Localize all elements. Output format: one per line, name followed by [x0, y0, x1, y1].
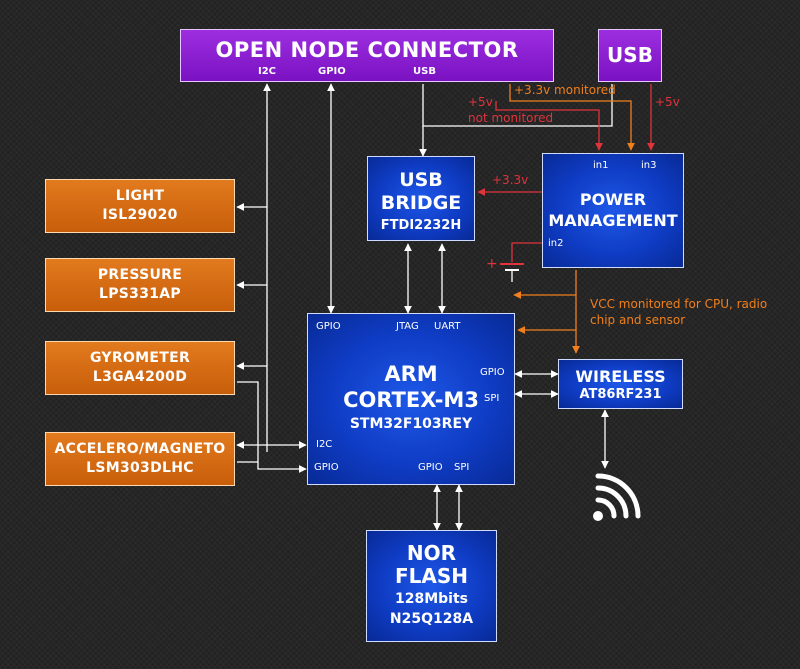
light-sensor-block: LIGHT ISL29020 [45, 179, 235, 233]
accelero-magneto-name: ACCELERO/MAGNETO [54, 441, 226, 457]
usb-bridge-part: FTDI2232H [380, 218, 462, 233]
connector-usb-line [422, 84, 613, 127]
flash-size: 128Mbits [394, 591, 468, 607]
cpu-pin-gpio-bottom: GPIO [418, 462, 443, 473]
cpu-pin-uart: UART [434, 321, 461, 332]
power-in2-label: in2 [548, 238, 564, 249]
plus5v-left-line [495, 101, 603, 151]
pressure-sensor-block: PRESSURE LPS331AP [45, 258, 235, 312]
wireless-part: AT86RF231 [579, 387, 662, 402]
monitored-33v-line [509, 84, 635, 151]
plus5v-right-label: +5v [655, 95, 680, 109]
not-monitored-label: not monitored [468, 111, 554, 125]
wireless-block: WIRELESS AT86RF231 [558, 359, 683, 409]
flash-line1: NOR [406, 541, 457, 565]
gyrometer-part: L3GA4200D [92, 369, 188, 385]
plus5v-left-label: +5v [468, 95, 493, 109]
cpu-block: GPIO JTAG UART GPIO SPI ARM CORTEX-M3 ST… [307, 313, 515, 485]
usb-bridge-line2: BRIDGE [380, 192, 462, 214]
usb-port: USB [598, 29, 662, 82]
open-node-connector: OPEN NODE CONNECTOR I2C GPIO USB [180, 29, 554, 82]
cpu-pin-gpio-left: GPIO [314, 462, 339, 473]
light-sensor-part: ISL29020 [102, 207, 178, 223]
cpu-pin-spi-bottom: SPI [454, 462, 470, 473]
cpu-pin-jtag: JTAG [396, 321, 419, 332]
wireless-name: WIRELESS [575, 367, 666, 386]
cpu-pin-i2c: I2C [316, 439, 333, 450]
usb-label: USB [607, 43, 653, 67]
accelero-magneto-block: ACCELERO/MAGNETO LSM303DLHC [45, 432, 235, 486]
usb-bridge-block: USB BRIDGE FTDI2232H [367, 156, 475, 241]
light-sensor-name: LIGHT [115, 188, 165, 204]
vcc-note-line2: chip and sensor [590, 313, 686, 327]
connector-pin-gpio: GPIO [318, 66, 346, 77]
connector-pin-i2c: I2C [258, 66, 277, 77]
power-in1-label: in1 [593, 160, 609, 171]
cpu-pin-gpio-top: GPIO [316, 321, 341, 332]
cpu-part: STM32F103REY [349, 416, 473, 432]
battery-icon [500, 263, 524, 282]
wifi-icon [593, 473, 641, 521]
flash-part: N25Q128A [389, 611, 474, 627]
pressure-sensor-part: LPS331AP [99, 286, 181, 302]
connector-pin-usb: USB [413, 66, 436, 77]
power-mgmt-line1: POWER [579, 190, 647, 209]
battery-plus-label: + [486, 256, 498, 272]
power-mgmt-line2: MANAGEMENT [548, 211, 678, 230]
plus33v-monitored-label: +3.3v monitored [514, 83, 616, 97]
connector-title: OPEN NODE CONNECTOR [215, 38, 519, 62]
usb-bridge-line1: USB [399, 169, 443, 191]
cpu-pin-gpio-right: GPIO [480, 367, 505, 378]
power-management-block: in1 in3 POWER MANAGEMENT in2 [542, 153, 684, 268]
vcc-cpu-line [517, 270, 577, 334]
nor-flash-block: NOR FLASH 128Mbits N25Q128A [366, 530, 497, 642]
plus33v-bridge-label: +3.3v [492, 173, 529, 187]
cpu-pin-spi-right: SPI [484, 393, 500, 404]
cpu-line2: CORTEX-M3 [343, 388, 479, 412]
flash-line2: FLASH [394, 564, 469, 588]
gyrometer-block: GYROMETER L3GA4200D [45, 341, 235, 395]
gyrometer-name: GYROMETER [89, 350, 191, 366]
sensor-gpio-line [237, 381, 307, 473]
power-in3-label: in3 [641, 160, 657, 171]
vcc-note-line1: VCC monitored for CPU, radio [590, 297, 768, 311]
pressure-sensor-name: PRESSURE [97, 267, 183, 283]
battery-line [511, 242, 542, 262]
accelero-magneto-part: LSM303DLHC [86, 460, 194, 476]
cpu-line1: ARM [384, 362, 438, 386]
